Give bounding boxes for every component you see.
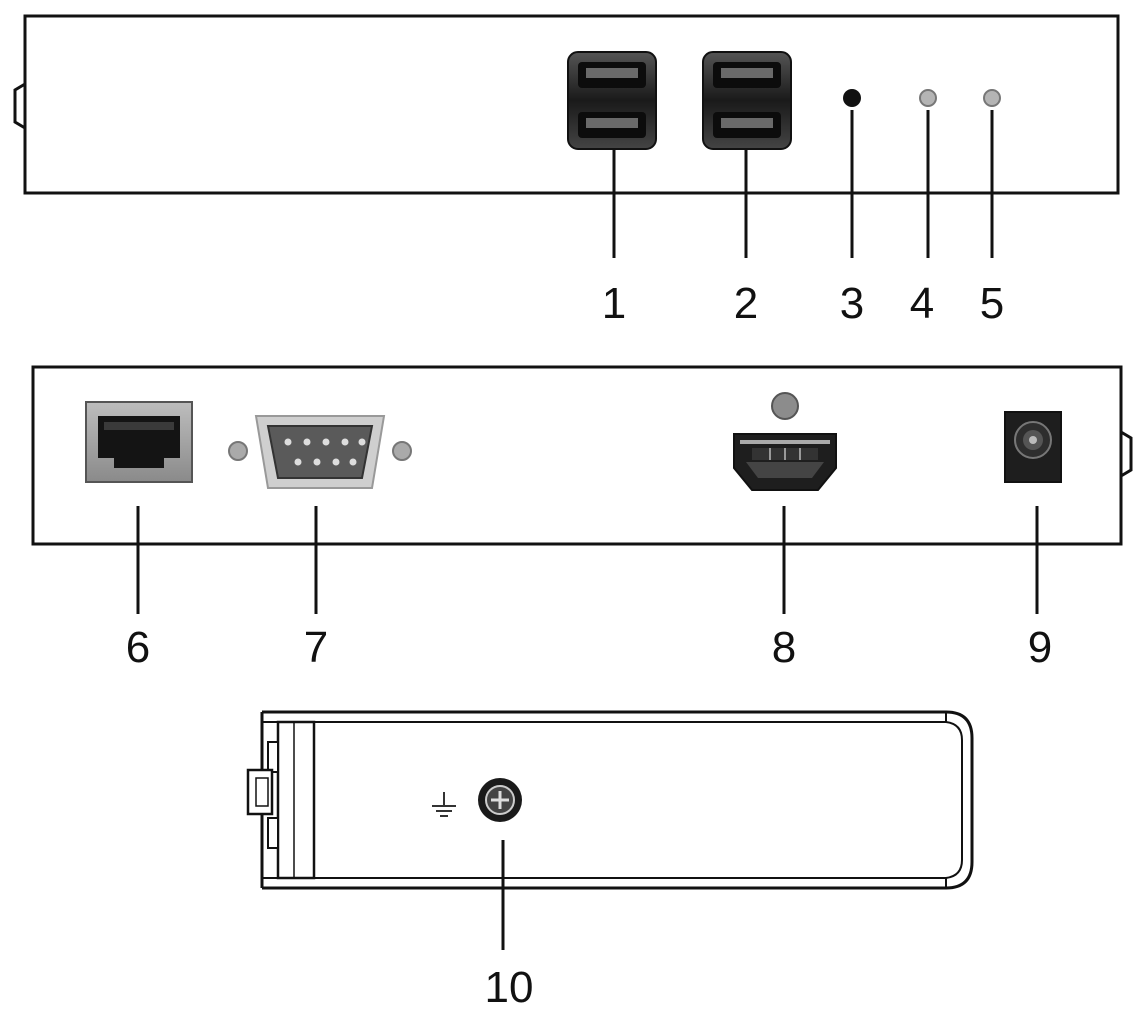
ground-screw [478,778,522,822]
led-4 [919,89,937,107]
front-panel-tab [13,82,26,130]
callout-5: 5 [980,279,1004,328]
callout-4: 4 [910,279,934,328]
callout-6: 6 [126,623,150,672]
side-panel: 10 [246,710,974,1009]
callout-3: 3 [840,279,864,328]
callout-8: 8 [772,623,796,672]
ground-symbol-icon [432,792,456,817]
rear-panel: 6 7 8 9 [31,365,1133,672]
front-panel: 1 2 3 4 5 [13,14,1120,328]
callout-10: 10 [485,963,534,1009]
usb-port-pair-1 [567,51,657,150]
side-panel-outline [262,710,974,890]
callout-2: 2 [734,279,758,328]
db9-serial-port [228,415,412,489]
callout-7: 7 [304,623,328,672]
callout-9: 9 [1028,623,1052,672]
front-button [843,89,861,107]
rear-panel-outline [31,365,1123,546]
led-5 [983,89,1001,107]
rj45-port [85,401,193,483]
rear-panel-tab [1120,430,1133,478]
callout-1: 1 [602,279,626,328]
hdmi-port [733,392,837,491]
usb-port-pair-2 [702,51,792,150]
dc-power-jack [1004,411,1062,483]
